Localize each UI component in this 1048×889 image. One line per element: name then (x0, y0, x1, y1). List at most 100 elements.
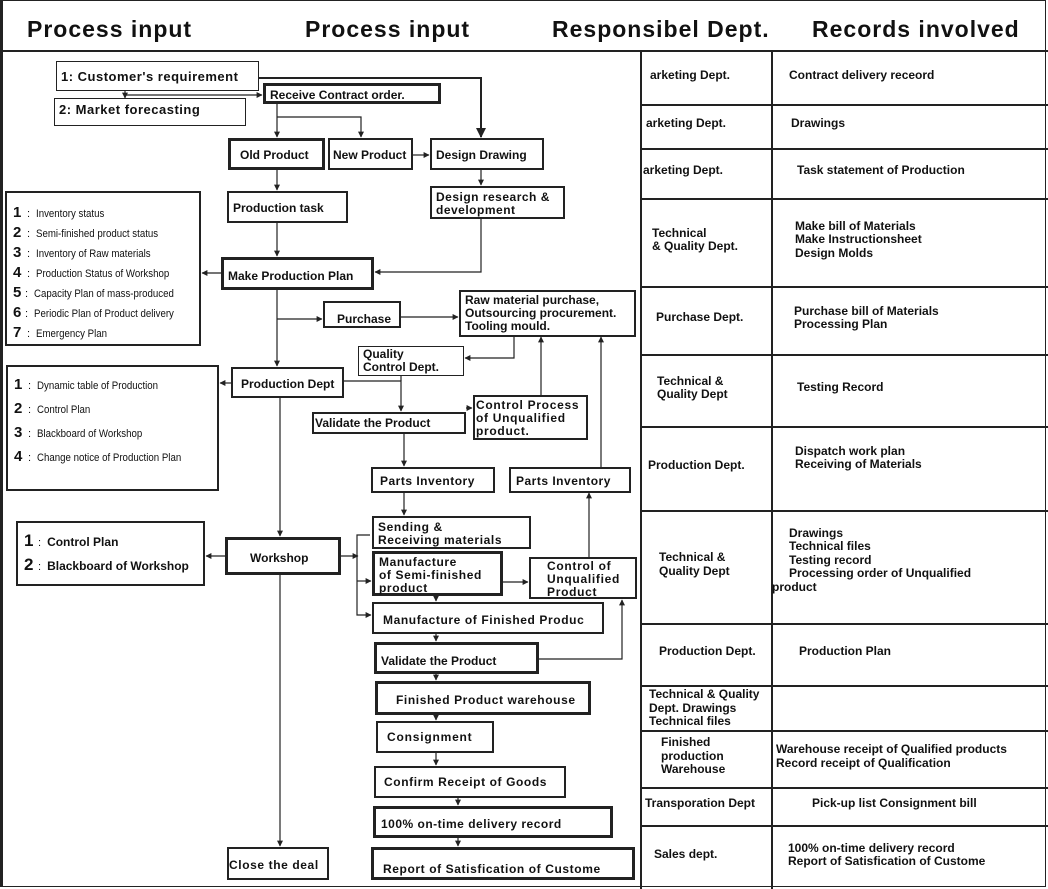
list-item: 4:Change notice of Production Plan (14, 448, 211, 472)
market-forecasting-box: 2: Market forecasting (54, 98, 246, 126)
design-rd-box: Design research & development (430, 186, 565, 219)
list-separator: : (27, 248, 31, 260)
records-line: Drawings (789, 525, 844, 540)
list-separator: : (24, 288, 29, 300)
list-item-number: 4 (13, 264, 22, 281)
list-separator: : (24, 308, 29, 320)
parts-inventory-box-2: Parts Inventory (509, 467, 631, 493)
table-records-cell: Production Plan (799, 644, 892, 659)
production-task-box: Production task (227, 191, 348, 223)
header-responsible-dept: Responsibel Dept. (552, 16, 770, 42)
records-line: Technical files (789, 539, 871, 554)
table-row-divider (640, 286, 1048, 288)
table-records-cell: Pick-up list Consignment bill (812, 796, 977, 811)
satisfaction-report-box: Report of Satisfication of Custome (371, 847, 635, 880)
control-process-unqualified-box: Control Process of Unqualified product. (473, 395, 588, 440)
table-divider-mid (771, 51, 773, 889)
table-dept-cell: Technical & Quality Dept. (652, 225, 739, 253)
list-item: 1:Dynamic table of Production (14, 376, 211, 400)
list-item-number: 2 (24, 555, 34, 574)
list-item-number: 3 (13, 244, 22, 261)
list-item: 1:Control Plan (24, 531, 197, 555)
records-line: product (772, 579, 817, 594)
validate-product-box-2: Validate the Product (374, 642, 539, 674)
list-item-number: 4 (14, 448, 23, 465)
table-row-divider (640, 354, 1048, 356)
list-separator: : (28, 404, 32, 416)
list-separator: : (38, 561, 42, 573)
confirm-receipt-box: Confirm Receipt of Goods (374, 766, 566, 798)
table-row-divider (640, 825, 1048, 827)
table-row-divider (640, 198, 1048, 200)
quality-control-box: Quality Control Dept. (358, 346, 464, 376)
records-line: Processing order of Unqualified (789, 566, 972, 581)
table-records-cell: Make bill of Materials Make Instructions… (795, 218, 922, 260)
list-item-number: 5 (13, 284, 22, 301)
parts-inventory-box-1: Parts Inventory (371, 467, 495, 493)
list-item: 2:Semi-finished product status (13, 224, 193, 244)
table-dept-cell: Transporation Dept (645, 796, 756, 811)
table-dept-cell: Production Dept. (648, 458, 745, 473)
list-item-label: Blackboard of Workshop (37, 428, 143, 440)
customer-requirement-box: 1: Customer's requirement (56, 61, 259, 91)
table-row-divider (640, 426, 1048, 428)
list-item: 5: Capacity Plan of mass-produced (13, 284, 193, 304)
sending-receiving-box: Sending & Receiving materials (372, 516, 531, 549)
old-product-box: Old Product (228, 138, 325, 170)
table-dept-cell: Purchase Dept. (656, 310, 744, 325)
list-item-number: 3 (14, 424, 23, 441)
list-item: 3: Blackboard of Workshop (14, 424, 211, 448)
table-dept-cell: Technical & Quality Dept (657, 373, 728, 401)
purchase-box: Purchase (323, 301, 401, 328)
list-item-number: 7 (13, 324, 22, 341)
table-row-divider (640, 104, 1048, 106)
table-row-divider (640, 148, 1048, 150)
make-production-plan-box: Make Production Plan (221, 257, 374, 290)
consignment-box: Consignment (376, 721, 494, 753)
header-process-input-2: Process input (305, 16, 471, 42)
list-item-label: Blackboard of Workshop (47, 559, 189, 573)
manufacture-finished-box: Manufacture of Finished Produc (372, 602, 604, 634)
table-records-cell: 100% on-time delivery record Report of S… (788, 840, 986, 868)
list-separator: : (28, 428, 32, 440)
table-records-cell: Purchase bill of Materials Processing Pl… (794, 303, 939, 331)
list-item-label: Inventory status (36, 208, 105, 220)
header-process-input-1: Process input (27, 16, 193, 42)
plan-inputs-list: 1: Inventory status 2:Semi-finished produc… (5, 191, 201, 346)
list-item: 4:Production Status of Workshop (13, 264, 193, 284)
production-dept-box: Production Dept (231, 367, 344, 398)
list-item-label: Change notice of Production Plan (37, 452, 182, 464)
list-item: 1: Inventory status (13, 204, 193, 224)
list-separator: : (38, 537, 42, 549)
table-dept-cell: Production Dept. (659, 644, 756, 659)
table-records-cell: Dispatch work plan Receiving of Material… (795, 443, 922, 471)
list-separator: : (27, 208, 31, 220)
list-item-number: 1 (24, 531, 34, 550)
finished-warehouse-box: Finished Product warehouse (375, 681, 591, 715)
list-item-number: 1 (13, 204, 22, 221)
receive-contract-box: Receive Contract order. (263, 83, 441, 104)
list-item-label: Emergency Plan (36, 328, 108, 340)
list-item-label: Inventory of Raw materials (36, 248, 151, 260)
header-records-involved: Records involved (812, 16, 1020, 42)
table-row-divider (640, 623, 1048, 625)
table-dept-cell: arketing Dept. (646, 116, 727, 131)
list-item-label: Dynamic table of Production (37, 380, 159, 392)
close-deal-box: Close the deal (227, 847, 329, 880)
list-item-label: Capacity Plan of mass-produced (34, 288, 174, 300)
list-item-label: Control Plan (37, 404, 91, 416)
table-row-divider (640, 787, 1048, 789)
list-item-label: Semi-finished product status (36, 228, 159, 240)
table-records-cell: Drawings (791, 116, 846, 131)
table-dept-cell: arketing Dept. (643, 163, 724, 178)
table-divider-left (640, 51, 642, 889)
table-dept-cell: Sales dept. (654, 847, 718, 862)
records-line: Testing record (789, 552, 872, 567)
new-product-box: New Product (328, 138, 413, 170)
list-item-number: 6 (13, 304, 22, 321)
list-separator: : (28, 380, 32, 392)
